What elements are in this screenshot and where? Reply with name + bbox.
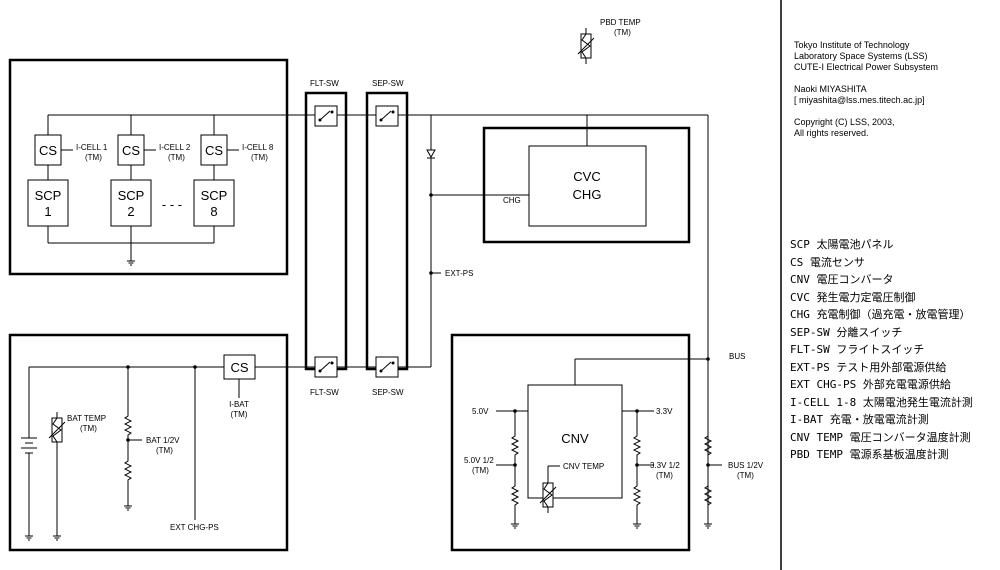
cs-cell2: CS (122, 143, 140, 158)
cvc-chg-block (528, 145, 647, 227)
solar-panel-box (8, 58, 289, 276)
bat-half-label: BAT 1/2V (146, 436, 180, 445)
legend-item: EXT-PS テスト用外部電源供給 (790, 360, 947, 374)
icell1-tm: (TM) (85, 153, 102, 162)
cs-battery-label: CS (230, 360, 248, 375)
sep-sw-top (375, 105, 399, 127)
legend-item: I-CELL 1-8 太陽電池発生電流計測 (790, 395, 973, 409)
i-bat-label: I-BAT (229, 400, 249, 409)
sep-sw-top-label: SEP-SW (372, 79, 404, 88)
pbd-temp-label: PBD TEMP (600, 18, 641, 27)
flt-sw-bottom-label: FLT-SW (310, 388, 339, 397)
chg-label: CHG (573, 187, 602, 202)
legend-item: SCP 太陽電池パネル (790, 238, 894, 251)
cnv-label: CNV (561, 431, 589, 446)
converter-section (496, 357, 722, 529)
icell8-label: I-CELL 8 (242, 143, 274, 152)
bus-label: BUS (729, 352, 745, 361)
flight-switch-box (304, 91, 348, 371)
legend-item: CS 電流センサ (790, 255, 865, 269)
bat-half-tm: (TM) (156, 446, 173, 455)
icell1-label: I-CELL 1 (76, 143, 108, 152)
v50-half-tm: (TM) (472, 466, 489, 475)
chg-input-label: CHG (503, 196, 521, 205)
legend-item: I-BAT 充電・放電電流計測 (790, 413, 929, 426)
cvc-label: CVC (573, 169, 600, 184)
pbd-temp-tm: (TM) (614, 28, 631, 37)
bat-temp-tm: (TM) (80, 424, 97, 433)
institute-line: Tokyo Institute of Technology (794, 40, 910, 50)
v33-label: 3.3V (656, 407, 673, 416)
credits-block: Tokyo Institute of Technology Laboratory… (794, 40, 938, 139)
bat-temp-label: BAT TEMP (67, 414, 106, 423)
flt-sw-top-label: FLT-SW (310, 79, 339, 88)
legend-item: CNV 電圧コンバータ (790, 273, 894, 286)
pbd-temp-thermistor (577, 27, 595, 65)
sep-sw-bottom (375, 356, 399, 378)
v50-label: 5.0V (472, 407, 489, 416)
scp1-number: 1 (44, 204, 51, 219)
legend-item: SEP-SW 分離スイッチ (790, 325, 903, 339)
diode (426, 149, 436, 159)
author-line: Naoki MIYASHITA (794, 84, 867, 94)
bus-half-label: BUS 1/2V (728, 461, 764, 470)
battery-section (21, 365, 240, 541)
battery-box (8, 333, 289, 552)
bus-half-tm: (TM) (737, 471, 754, 480)
flt-sw-top (314, 105, 338, 127)
ext-chg-ps-label: EXT CHG-PS (170, 523, 219, 532)
legend-item: CHG 充電制御（過充電・放電管理） (790, 308, 971, 321)
v33-half-tm: (TM) (656, 471, 673, 480)
i-bat-tm: (TM) (231, 410, 248, 419)
cells-ellipsis: - - - (162, 197, 182, 212)
abbreviation-legend: SCP 太陽電池パネル CS 電流センサ CNV 電圧コンバータ CVC 発生電… (790, 236, 973, 464)
legend-item: EXT CHG-PS 外部充電電源供給 (790, 378, 951, 391)
cs-cell1: CS (39, 143, 57, 158)
scp8-label: SCP (201, 188, 228, 203)
cnv-temp-label: CNV TEMP (563, 462, 604, 471)
separation-switch-box (365, 91, 409, 371)
icell2-label: I-CELL 2 (159, 143, 191, 152)
legend-item: CNV TEMP 電圧コンバータ温度計測 (790, 430, 971, 444)
cs-cell8: CS (205, 143, 223, 158)
v50-half-label: 5.0V 1/2 (464, 456, 494, 465)
email-line: [ miyashita@lss.mes.titech.ac.jp] (794, 95, 925, 105)
icell8-tm: (TM) (251, 153, 268, 162)
subsystem-line: CUTE-I Electrical Power Subsystem (794, 62, 939, 72)
solar-array (27, 115, 239, 266)
scp8-number: 8 (210, 204, 217, 219)
legend-item: CVC 発生電力定電圧制御 (790, 290, 916, 304)
converter-box (450, 333, 691, 552)
legend-item: PBD TEMP 電源系基板温度計測 (790, 448, 949, 461)
legend-item: FLT-SW フライトスイッチ (790, 343, 925, 356)
scp2-number: 2 (127, 204, 134, 219)
rights-line: All rights reserved. (794, 128, 869, 138)
sep-sw-bottom-label: SEP-SW (372, 388, 404, 397)
scp1-label: SCP (35, 188, 62, 203)
scp2-label: SCP (118, 188, 145, 203)
copyright-line: Copyright (C) LSS, 2003, (794, 117, 895, 127)
icell2-tm: (TM) (168, 153, 185, 162)
ext-ps-label: EXT-PS (445, 269, 473, 278)
lab-line: Laboratory Space Systems (LSS) (794, 51, 928, 61)
v33-half-label: 3.3V 1/2 (650, 461, 680, 470)
flt-sw-bottom (314, 356, 338, 378)
